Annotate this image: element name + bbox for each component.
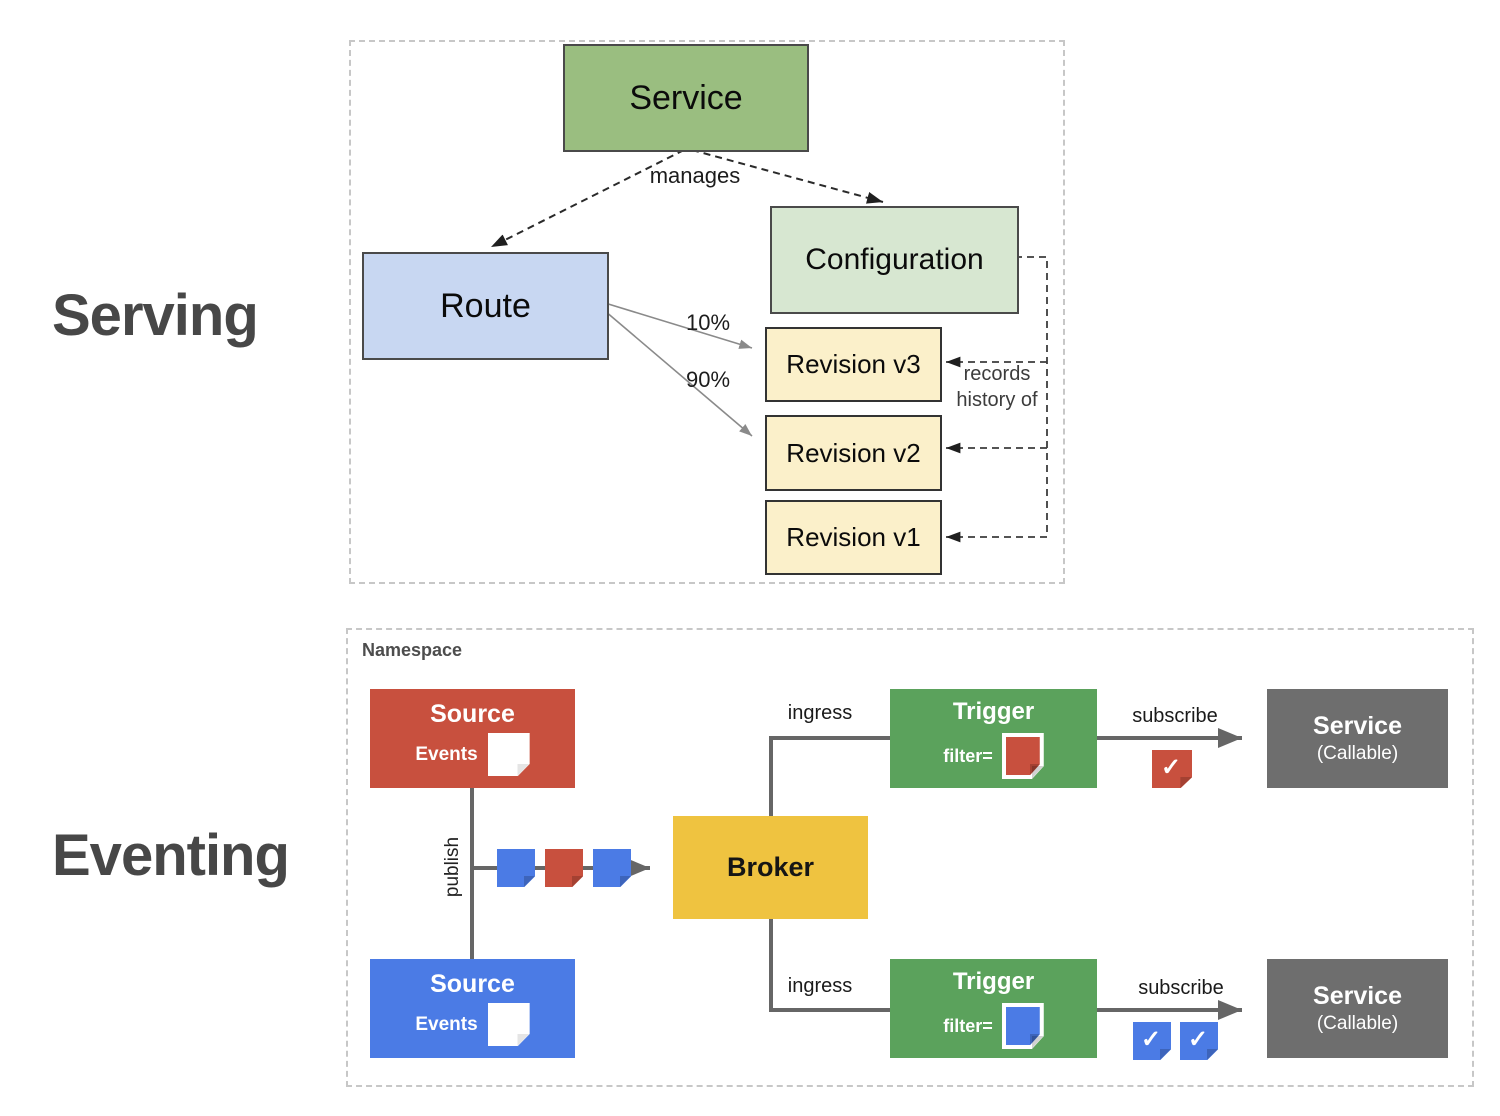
checked-event-blue-icon: ✓ [1133, 1022, 1171, 1060]
trigger-box-bottom: Trigger filter= [890, 959, 1097, 1058]
route-box: Route [362, 252, 609, 360]
event-note-icon [487, 733, 530, 776]
eventing-section-label: Eventing [52, 823, 290, 888]
subscribe-label-top: subscribe [1132, 705, 1218, 727]
manages-label: manages [649, 163, 741, 188]
event-note-red-icon [545, 849, 583, 887]
events-label: Events [415, 1013, 478, 1035]
source-title: Source [430, 700, 515, 728]
checked-event-blue-icon: ✓ [1180, 1022, 1218, 1060]
revision-v1-box: Revision v1 [765, 500, 942, 575]
serving-section-label: Serving [52, 283, 259, 348]
records-history-label: records history of [956, 363, 1038, 411]
source-box-blue: Source Events [370, 959, 575, 1058]
callable-service-box-top: Service (Callable) [1267, 689, 1448, 788]
filter-label: filter= [943, 1015, 993, 1036]
traffic-percent-v3-label: 10% [686, 310, 731, 335]
traffic-percent-v2-label: 90% [686, 367, 731, 392]
service-subtitle: (Callable) [1316, 1013, 1399, 1034]
check-icon: ✓ [1140, 1025, 1162, 1053]
configuration-box: Configuration [770, 206, 1019, 314]
event-note-icon [487, 1003, 530, 1046]
check-icon: ✓ [1187, 1025, 1209, 1053]
trigger-title: Trigger [952, 698, 1035, 725]
ingress-label-top: ingress [787, 702, 853, 724]
filter-label: filter= [943, 745, 993, 766]
filter-note-red-icon [1001, 733, 1044, 779]
filter-note-blue-icon [1001, 1003, 1044, 1049]
filter-note-fill [1005, 737, 1040, 775]
eventing-namespace-container [346, 628, 1474, 1087]
revision-v2-box: Revision v2 [765, 415, 942, 491]
trigger-title: Trigger [952, 968, 1035, 995]
event-note-blue-icon [497, 849, 535, 887]
service-box: Service [563, 44, 809, 152]
serving-container [349, 40, 1065, 584]
source-events-row: Events [370, 1003, 575, 1046]
event-note-blue-icon [593, 849, 631, 887]
trigger-filter-row: filter= [890, 1003, 1097, 1049]
filter-note-fill [1005, 1007, 1040, 1045]
callable-service-box-bottom: Service (Callable) [1267, 959, 1448, 1058]
revision-v3-box: Revision v3 [765, 327, 942, 402]
service-title: Service [1313, 982, 1402, 1010]
source-box-red: Source Events [370, 689, 575, 788]
trigger-box-top: Trigger filter= [890, 689, 1097, 788]
namespace-label: Namespace [362, 640, 463, 660]
check-icon: ✓ [1160, 753, 1182, 781]
source-title: Source [430, 970, 515, 998]
service-title: Service [1313, 712, 1402, 740]
checked-event-red-icon: ✓ [1152, 750, 1192, 788]
source-events-row: Events [370, 733, 575, 776]
service-subtitle: (Callable) [1316, 743, 1399, 764]
publish-label: publish [442, 836, 463, 898]
subscribe-label-bottom: subscribe [1138, 977, 1224, 999]
broker-box: Broker [673, 816, 868, 919]
broker-label: Broker [726, 852, 815, 882]
trigger-filter-row: filter= [890, 733, 1097, 779]
ingress-label-bottom: ingress [787, 975, 853, 997]
events-label: Events [415, 743, 478, 765]
